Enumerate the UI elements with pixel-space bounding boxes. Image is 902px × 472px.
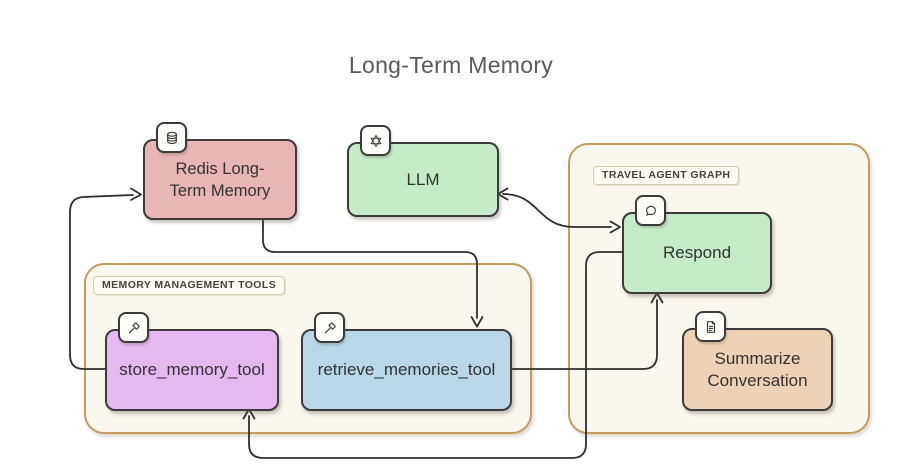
node-llm: LLM [347, 125, 499, 217]
node-redis-long-term-memory: Redis Long- Term Memory [143, 122, 297, 220]
chat-bubble-icon [635, 195, 666, 226]
node-store-memory-tool: store_memory_tool [105, 312, 279, 411]
node-label: retrieve_memories_tool [317, 360, 496, 379]
container-label-memory-management-tools: MEMORY MANAGEMENT TOOLS [93, 276, 286, 295]
node-label: Redis Long- Term Memory [169, 159, 271, 200]
node-label: Respond [662, 243, 732, 262]
node-summarize-conversation: Summarize Conversation [682, 311, 833, 411]
edge-store-to-redis [69, 187, 142, 370]
node-label: Summarize Conversation [707, 348, 808, 390]
diagram-title: Long-Term Memory [348, 52, 554, 78]
node-respond: Respond [622, 195, 772, 294]
node-retrieve-memories-tool: retrieve_memories_tool [301, 312, 512, 411]
openai-logo-icon [360, 125, 391, 156]
document-icon [695, 311, 726, 342]
container-label-travel-agent-graph: TRAVEL AGENT GRAPH [593, 166, 740, 185]
database-icon [156, 122, 187, 153]
hammer-icon [314, 312, 345, 343]
edge-redis-to-retrieve [262, 215, 484, 328]
node-label: store_memory_tool [119, 360, 265, 379]
node-label: LLM [406, 169, 440, 189]
hammer-icon [118, 312, 149, 343]
edge-respond-llm-bidirectional [497, 187, 621, 234]
